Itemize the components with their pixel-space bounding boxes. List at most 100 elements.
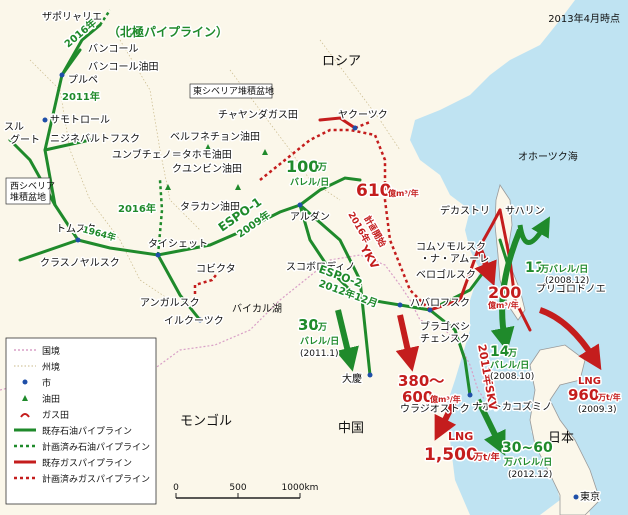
flow-100-unit2: バレル/日: [290, 177, 329, 188]
flow-380-value: 380～: [398, 372, 444, 390]
flow-100-unit: 万: [317, 162, 327, 173]
place-yurubcheno: ユンブチェノ＝タホモ油田: [112, 148, 232, 161]
legend-city: 市: [42, 377, 51, 389]
scale-end: 1000km: [282, 483, 319, 493]
place-nakhodka: ナホトカ: [472, 401, 512, 413]
place-irkutsk: イルクーツク: [164, 315, 224, 327]
lng1500-label: LNG: [448, 430, 473, 443]
place-tomsk: トムスク: [56, 223, 96, 235]
flow-3060-unit: 万バレル/日: [503, 457, 552, 468]
flow-14-date: (2008.10): [490, 372, 534, 382]
place-kovykta: コビクタ: [196, 263, 236, 275]
lng960-date: (2009.3): [578, 405, 617, 415]
flow-11-value: 11: [525, 260, 544, 276]
legend-province-border: 州境: [42, 361, 60, 373]
flow-30-date: (2011.1): [300, 349, 339, 359]
flow-3060-value: 30~60: [502, 440, 553, 456]
place-tokyo: 東京: [580, 490, 600, 503]
flow-200-value: 200: [488, 283, 521, 302]
country-mongolia: モンゴル: [180, 413, 232, 429]
place-surgut-1: スル: [4, 122, 24, 133]
east-siberia-basin-box: [189, 83, 273, 99]
flow-arrows: [335, 216, 602, 456]
planned-gas-pipelines: [193, 120, 431, 311]
place-vladivostok: ウラジオストク: [400, 403, 470, 415]
place-chayanda: チャヤンダガス田: [218, 108, 298, 121]
province-border: [29, 39, 401, 301]
place-talakan: タラカン油田: [180, 200, 240, 213]
place-kozmino: コズミノ: [512, 400, 552, 413]
place-samotlor: サモトロール: [50, 114, 110, 126]
place-verkhnechonsk: ベルフネチョン油田: [170, 130, 260, 143]
place-khabarovsk: ハバロフスク: [410, 297, 470, 309]
place-nizhnevartovsk: ニジネバルトフスク: [50, 133, 140, 145]
place-sakhalin: サハリン: [505, 205, 545, 217]
legend-oil-field: 油田: [42, 393, 60, 405]
west-siberia-basin-box: [5, 177, 51, 205]
legend-oil-existing: 既存石油パイプライン: [42, 425, 132, 437]
sea-area: [410, 0, 628, 515]
place-daqing: 大慶: [342, 372, 362, 385]
place-kuyumba: クユンビン油田: [172, 162, 242, 175]
place-komsomolsk-1: コムソモルスク: [416, 241, 486, 253]
lng960-unit: 万t/年: [597, 392, 621, 402]
legend-gas-existing: 既存ガスパイプライン: [42, 457, 132, 469]
arctic-pipeline-label: （北極パイプライン）: [108, 24, 228, 39]
place-komsomolsk-2: ・ナ・アムーレ: [420, 253, 489, 265]
date-label: 2013年4月時点: [548, 12, 620, 25]
place-vankor-field: バンコール油田: [88, 60, 159, 73]
place-birobidzhan-1: ブラゴベシ: [420, 320, 470, 333]
place-belogorsk: ベロゴルスク: [416, 268, 476, 281]
flow-14-value: 14: [490, 344, 510, 360]
flow-200-unit: 億m³/年: [488, 300, 519, 310]
lng1500-unit: 万t/年: [473, 451, 500, 463]
place-aldan: アルダン: [290, 210, 330, 223]
flow-610-value: 610: [356, 181, 392, 201]
country-russia: ロシア: [322, 54, 361, 69]
lake-baikal: バイカル湖: [232, 303, 282, 315]
existing-gas-pipelines: [318, 116, 532, 332]
oil-field-markers: [165, 144, 268, 190]
place-surgut-2: グート: [10, 133, 40, 146]
label-2016-west: 2016年: [118, 202, 156, 215]
place-vankor: バンコール: [88, 43, 139, 55]
flow-11-unit: 万バレル/日: [539, 264, 588, 275]
flow-30-value: 30: [298, 316, 319, 334]
label-2011: 2011年: [62, 90, 100, 103]
legend-national-border: 国境: [42, 345, 60, 357]
lng960-label: LNG: [578, 376, 601, 387]
place-birobidzhan-2: チェンスク: [420, 333, 470, 345]
flow-610-unit: 億m³/年: [388, 188, 419, 198]
scale-mid: 500: [229, 483, 246, 493]
flow-380-unit: 億m³/年: [430, 394, 461, 404]
place-taishet: タイシェット: [148, 238, 208, 250]
place-yakutsk: ヤクーツク: [338, 109, 388, 121]
legend-oil-planned: 計画済み石油パイプライン: [42, 441, 150, 453]
flow-labels: 100 万 バレル/日 610 億m³/年 30 万 バレル/日 (2011.1…: [285, 156, 623, 482]
flow-600-value: 600: [402, 388, 433, 406]
place-purpe: プルペ: [68, 74, 98, 86]
place-skovorodino: スコボロディノ: [286, 260, 355, 273]
scale-bar: 0 500 1000km: [173, 483, 319, 499]
flow-14-unit: 万: [507, 348, 517, 359]
country-japan: 日本: [548, 431, 574, 446]
flow-14-unit2: バレル/日: [490, 360, 529, 371]
lng1500-value: 1,500: [424, 445, 478, 465]
west-siberia-basin-2: 堆積盆地: [10, 191, 46, 203]
flow-3060-date: (2012.12): [508, 470, 552, 480]
flow-100-value: 100: [286, 157, 319, 176]
place-labels: ザポリャリエ バンコール バンコール油田 プルペ スル グート サモトロール ニ…: [3, 10, 608, 505]
place-krasnoyarsk: クラスノヤルスク: [40, 257, 120, 269]
place-angarsk: アンガルスク: [140, 297, 200, 309]
lng960-value: 960: [568, 386, 599, 404]
place-prigorodnoe: プリゴロドノエ: [536, 282, 606, 295]
japan-islands: [529, 344, 601, 515]
place-dekastri: デカストリ: [440, 204, 490, 217]
west-siberia-basin-1: 西シベリア: [10, 181, 55, 192]
place-zapolyarnoe: ザポリャリエ: [42, 11, 102, 23]
scale-zero: 0: [173, 483, 179, 493]
east-siberia-basin: 東シベリア堆積盆地: [193, 85, 274, 97]
flow-30-unit: 万: [317, 322, 327, 333]
legend-box: [5, 337, 157, 505]
